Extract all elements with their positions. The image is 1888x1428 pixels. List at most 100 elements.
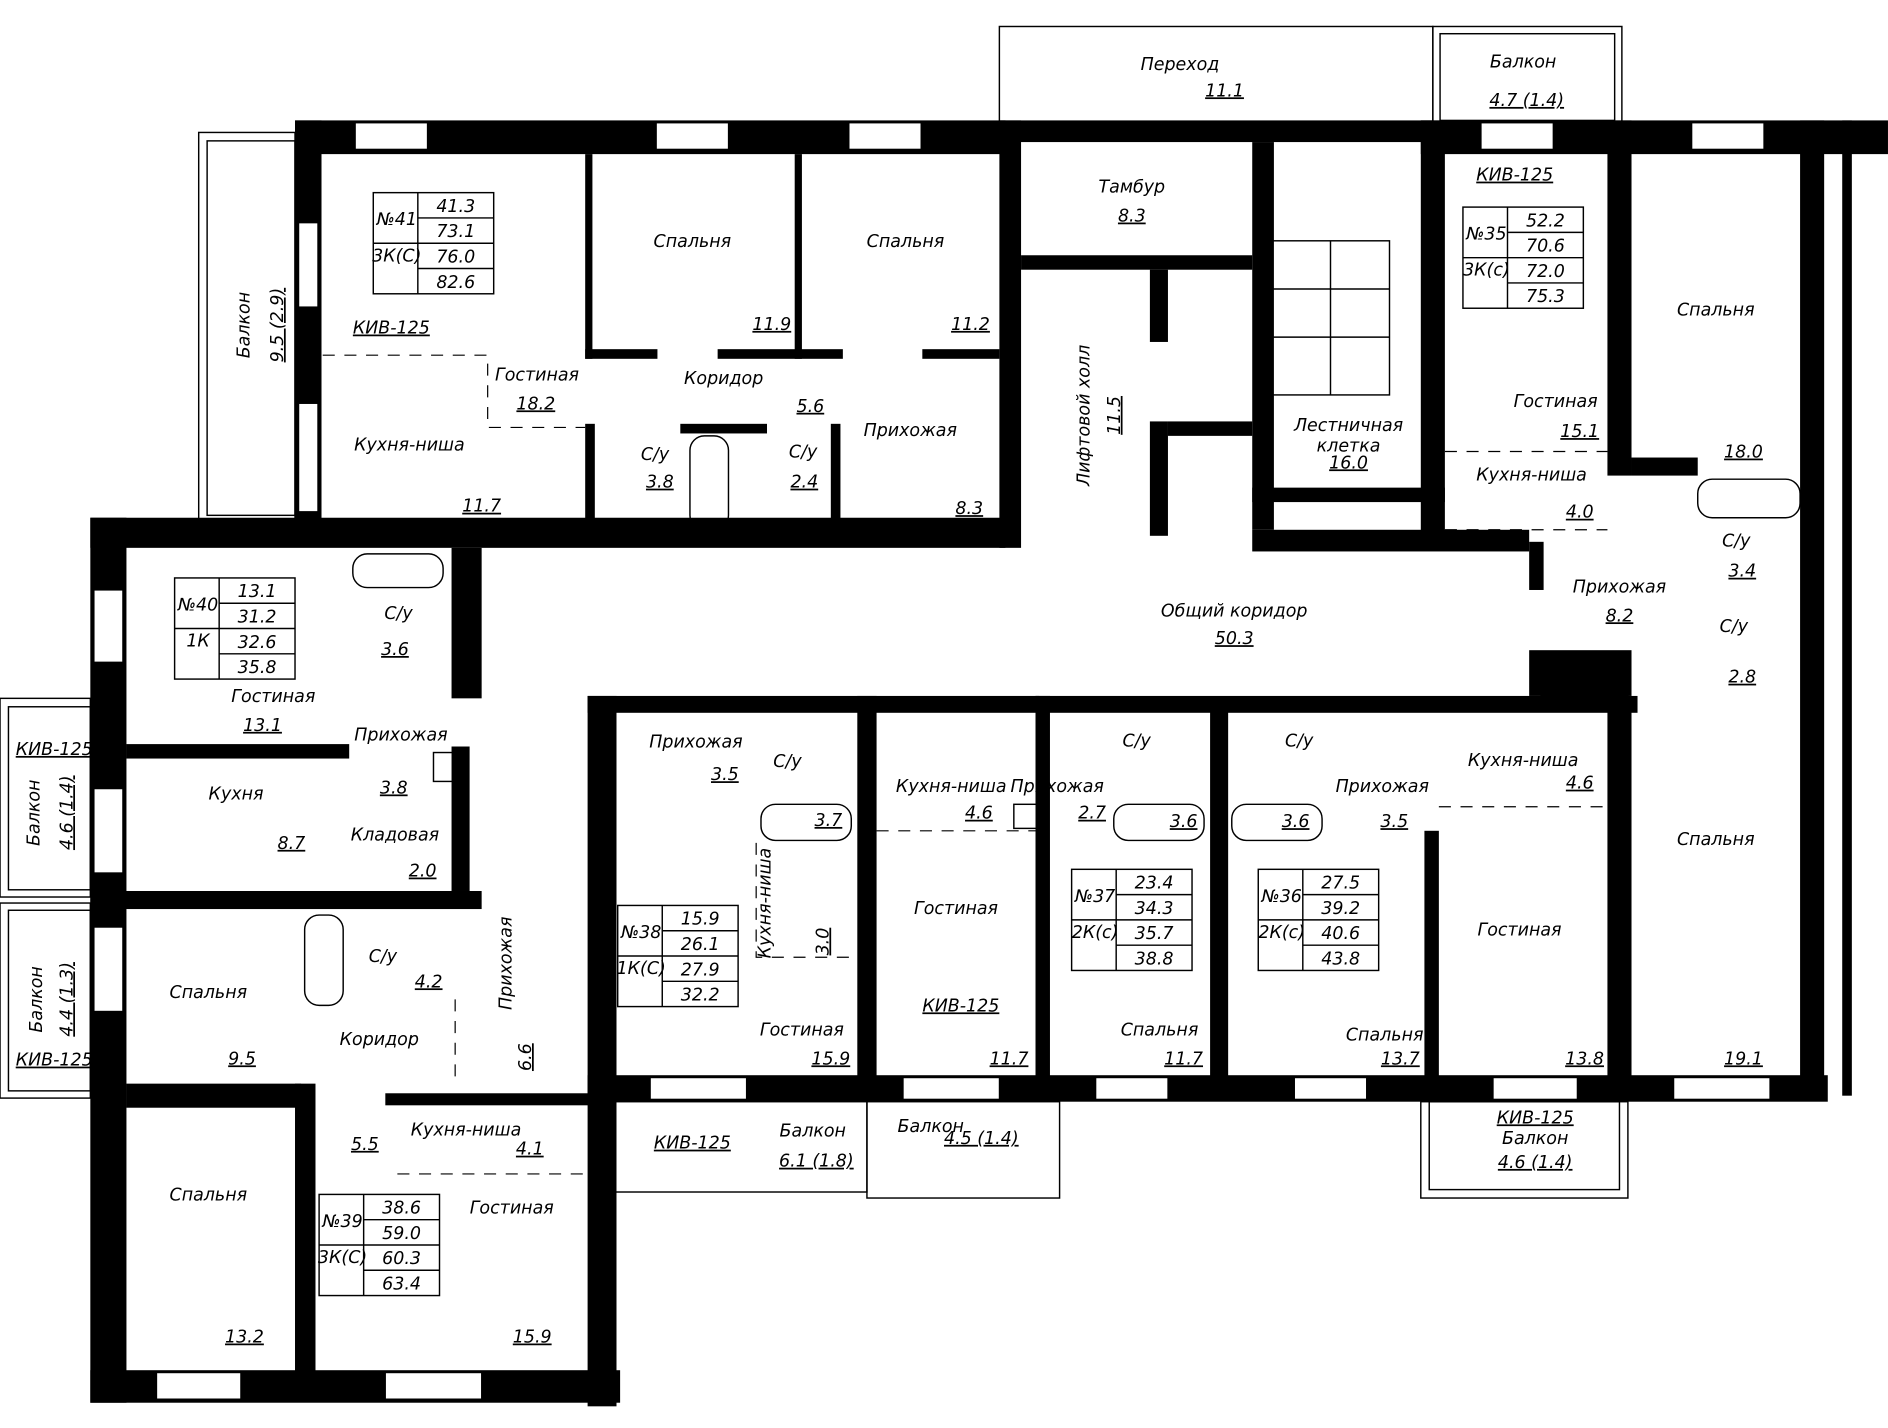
- room-name: Балкон: [27, 966, 47, 1032]
- room-area: 19.1: [1724, 1049, 1763, 1069]
- room-area: 13.8: [1565, 1049, 1604, 1069]
- room-name: С/у: [1122, 732, 1151, 752]
- room-name: С/у: [369, 947, 398, 967]
- apartment-area-value: 52.2: [1526, 211, 1565, 231]
- lift-hall-label: Лифтовой холл: [1075, 345, 1095, 487]
- room-area: 2.0: [409, 862, 437, 882]
- room-area: 9.5: [228, 1049, 256, 1069]
- room-name: Гостиная: [231, 687, 315, 707]
- room-area: 4.5 (1.4): [944, 1129, 1019, 1149]
- apartment-type: 1К: [186, 632, 211, 652]
- room-area: 11.7: [990, 1049, 1029, 1069]
- room-area: 2.8: [1728, 668, 1756, 688]
- apartment-area-value: 32.2: [681, 986, 720, 1006]
- room-name: Прихожая: [1336, 777, 1429, 797]
- room-area: 8.2: [1606, 606, 1634, 626]
- room-area: 4.6 (1.4): [1498, 1153, 1573, 1173]
- room-name: Прихожая: [864, 421, 957, 441]
- apartment-number: №40: [177, 595, 218, 615]
- tambur-label: Тамбур: [1099, 178, 1166, 198]
- room-name: Кухня-ниша: [1468, 751, 1579, 771]
- room-name: Гостиная: [1478, 921, 1562, 941]
- tambur-area: 8.3: [1118, 207, 1146, 227]
- room-name: Прихожая: [497, 917, 517, 1010]
- apartment-area-value: 23.4: [1135, 874, 1174, 894]
- apartment-number: №39: [321, 1212, 362, 1232]
- room-name: Кухня-ниша: [1476, 465, 1587, 485]
- apartment-area-value: 38.6: [382, 1199, 421, 1219]
- room-name: Гостиная: [760, 1020, 844, 1040]
- apartment-area-value: 63.4: [382, 1275, 421, 1295]
- kiv-label: КИВ-125: [1497, 1108, 1574, 1128]
- room-name: Прихожая: [649, 733, 742, 753]
- room-area: 5.6: [796, 397, 824, 417]
- room-name: Спальня: [867, 232, 945, 252]
- apartment-number: №36: [1261, 887, 1302, 907]
- room-name: Кухня: [209, 784, 264, 804]
- room-name: Коридор: [684, 369, 763, 389]
- perekhod-area: 11.1: [1205, 81, 1244, 101]
- windows: [93, 122, 1771, 1400]
- perekhod-label: Переход: [1141, 55, 1220, 75]
- room-name: С/у: [789, 443, 818, 463]
- room-area: 15.1: [1560, 422, 1599, 442]
- corridor-area: 50.3: [1215, 629, 1254, 649]
- room-area: 3.6: [381, 640, 409, 660]
- balcony_north-area: 4.7 (1.4): [1489, 91, 1564, 111]
- kiv-label: КИВ-125: [16, 740, 93, 760]
- plumbing-fixtures: [303, 240, 1801, 1007]
- kiv-label: КИВ-125: [16, 1051, 93, 1071]
- room-area: 18.2: [516, 394, 555, 414]
- room-area: 13.1: [243, 716, 282, 736]
- room-area: 4.0: [1566, 503, 1594, 523]
- apartment-type: 3К(С): [372, 246, 421, 266]
- stair-label-2: клетка: [1317, 437, 1381, 457]
- apartment-area-value: 60.3: [382, 1249, 421, 1269]
- room-area: 4.1: [516, 1140, 544, 1160]
- room-area: 8.3: [955, 499, 983, 519]
- room-name: Балкон: [25, 780, 45, 846]
- apartment-area-value: 32.6: [238, 633, 277, 653]
- apartment-area-value: 26.1: [681, 935, 720, 955]
- room-name: Гостиная: [914, 899, 998, 919]
- room-area: 13.2: [225, 1328, 264, 1348]
- apartment-type: 2К(с): [1258, 923, 1305, 943]
- room-area: 3.8: [380, 778, 408, 798]
- apartment-area-value: 38.8: [1135, 949, 1174, 969]
- room-area: 3.5: [711, 765, 739, 785]
- room-name: Спальня: [1121, 1020, 1199, 1040]
- apartment-number: №35: [1465, 225, 1506, 245]
- apartment-number: №41: [376, 210, 417, 230]
- room-area: 15.9: [513, 1328, 552, 1348]
- apartment-type: 3К(С): [318, 1248, 367, 1268]
- room-name: Спальня: [1677, 300, 1755, 320]
- room-name: Балкон: [780, 1122, 846, 1142]
- room-name: Балкон: [1502, 1129, 1568, 1149]
- zone-dividers: [322, 354, 1608, 1175]
- room-name: С/у: [773, 752, 802, 772]
- room-area: 13.7: [1381, 1049, 1420, 1069]
- apartment-area-value: 75.3: [1526, 287, 1565, 307]
- apartment-area-value: 41.3: [436, 197, 475, 217]
- apartment-area-value: 34.3: [1135, 899, 1174, 919]
- stair-label: Лестничная: [1293, 416, 1403, 436]
- room-area: 4.6 (1.4): [57, 775, 77, 850]
- room-name: Балкон: [898, 1117, 964, 1137]
- room-area: 3.5: [1380, 812, 1408, 832]
- room-name: Гостиная: [470, 1199, 554, 1219]
- apartment-number: №37: [1074, 887, 1115, 907]
- apartment-area-value: 15.9: [681, 910, 720, 930]
- room-area: 3.8: [646, 473, 674, 493]
- room-area: 3.6: [1282, 812, 1310, 832]
- apartment-area-value: 73.1: [436, 222, 475, 242]
- apartment-area-value: 27.5: [1321, 874, 1360, 894]
- room-name: Кладовая: [351, 825, 439, 845]
- apartment-area-value: 35.8: [238, 658, 277, 678]
- room-name: С/у: [1285, 732, 1314, 752]
